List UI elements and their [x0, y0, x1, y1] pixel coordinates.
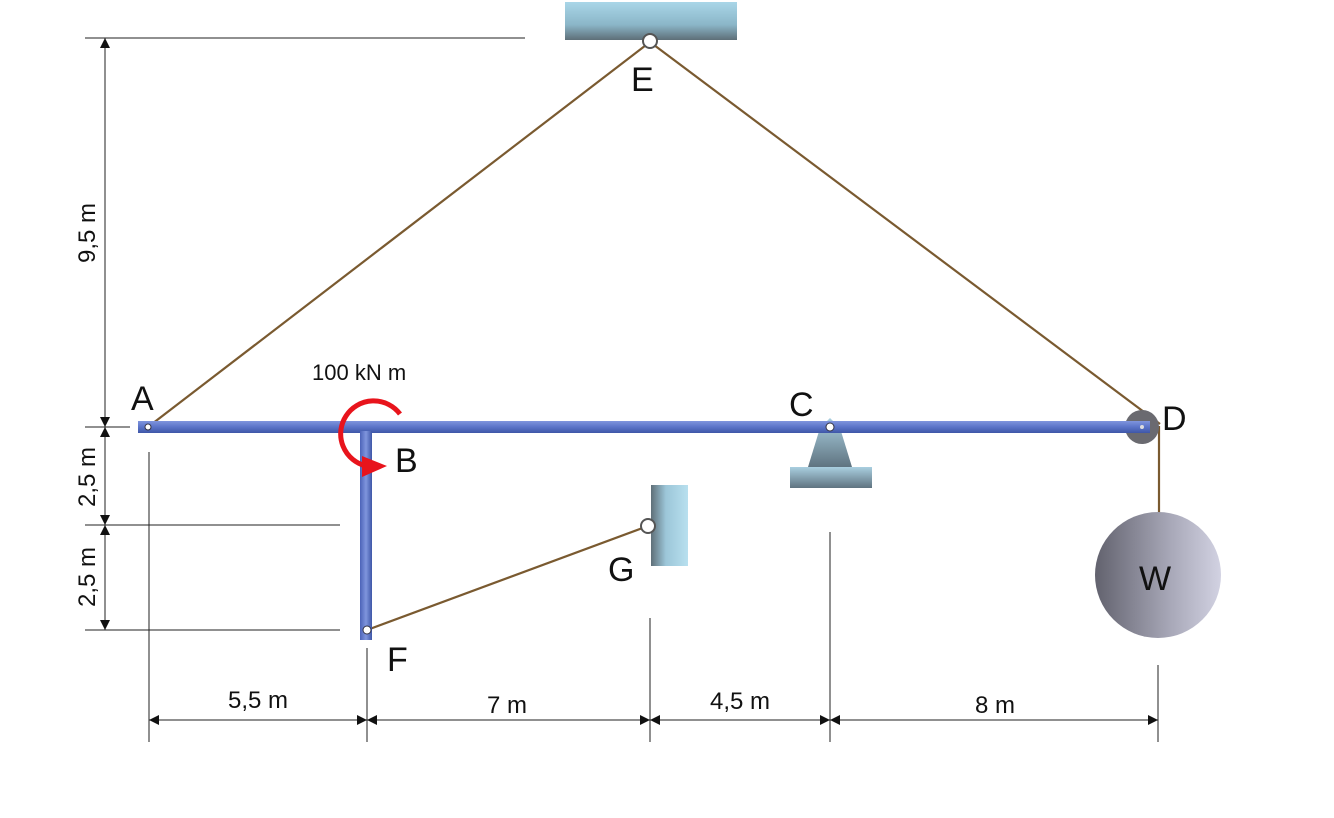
weight-label: W — [1139, 560, 1171, 598]
pin-f — [362, 625, 372, 635]
dim-drop-1: 2,5 m — [74, 447, 101, 507]
member-b-f — [360, 431, 372, 640]
cable-f-g — [366, 524, 649, 632]
label-b: B — [395, 442, 418, 480]
dim-span-ab: 5,5 m — [228, 687, 288, 714]
pin-e — [642, 33, 658, 49]
pin-a — [144, 423, 152, 431]
dim-drop-2: 2,5 m — [74, 547, 101, 607]
moment-arrow — [338, 398, 402, 469]
cable-a-e — [147, 41, 651, 428]
cable-e-d — [649, 41, 1161, 425]
support-c-base — [790, 467, 872, 488]
label-g: G — [608, 551, 634, 589]
moment-label: 100 kN m — [312, 360, 406, 385]
pin-c — [825, 422, 835, 432]
pin-g — [640, 518, 656, 534]
label-d: D — [1162, 400, 1187, 438]
moment-arrowhead — [362, 456, 387, 477]
weight-w — [1095, 512, 1221, 638]
dim-span-cd: 8 m — [975, 692, 1015, 719]
support-c — [808, 418, 852, 467]
wall-support-g — [651, 485, 688, 566]
dim-height-e: 9,5 m — [74, 203, 101, 263]
label-a: A — [131, 380, 154, 418]
dim-span-bg: 7 m — [487, 692, 527, 719]
beam-a-d — [138, 421, 1150, 433]
label-c: C — [789, 386, 814, 424]
label-f: F — [387, 641, 408, 679]
pin-d — [1140, 425, 1144, 429]
label-e: E — [631, 61, 654, 99]
dim-span-gc: 4,5 m — [710, 688, 770, 715]
